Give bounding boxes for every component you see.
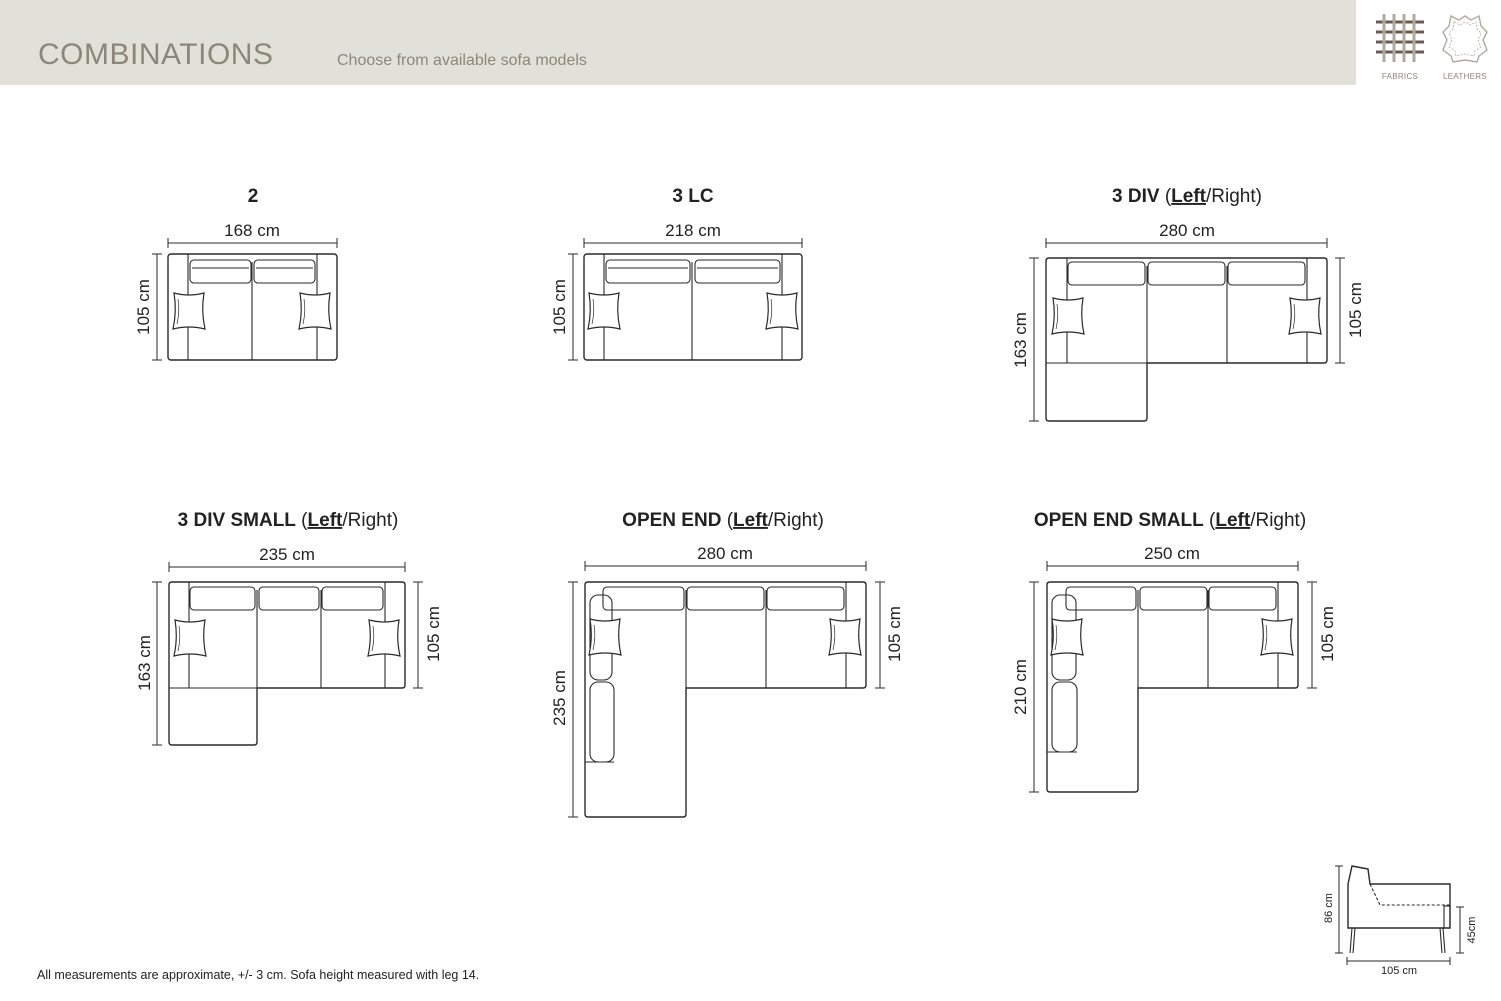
seat-depth-dimension: 105 cm <box>1335 257 1365 364</box>
option-open: ( <box>296 510 308 531</box>
depth-label: 163 cm <box>135 635 154 691</box>
option-rest: /Right) <box>1206 186 1262 207</box>
option-open: ( <box>1204 510 1216 531</box>
option-left-link: Left <box>308 510 344 531</box>
option-rest: /Right) <box>342 510 398 531</box>
depth-dimension: 105 cm <box>134 253 162 361</box>
sofa-plan <box>583 253 803 361</box>
page-header: COMBINATIONS Choose from available sofa … <box>0 0 1356 85</box>
model-code: OPEN END <box>622 510 721 531</box>
depth-label: 105 cm <box>550 279 569 335</box>
model-title: OPEN END SMALL (Left/Right) <box>1034 510 1306 531</box>
model-open-end[interactable]: OPEN END (Left/Right) 280 cm 235 cm 105 … <box>550 510 904 818</box>
width-label: 235 cm <box>259 545 315 564</box>
side-depth-dimension: 105 cm <box>1346 957 1451 977</box>
model-2[interactable]: 2 168 cm 105 cm <box>134 186 338 361</box>
option-rest: /Right) <box>1250 510 1306 531</box>
side-seat-height-label: 45cm <box>1466 917 1478 944</box>
sofa-plan <box>1045 257 1328 422</box>
model-3-div[interactable]: 3 DIV (Left/Right) 280 cm 163 cm 105 cm <box>1011 186 1365 422</box>
leather-hide-icon <box>1442 14 1488 63</box>
option-left-link: Left <box>733 510 769 531</box>
width-dimension: 280 cm <box>1045 221 1328 248</box>
depth-label: 235 cm <box>550 670 569 726</box>
seat-depth-dimension: 105 cm <box>1307 581 1337 689</box>
width-label: 218 cm <box>665 221 721 240</box>
width-dimension: 250 cm <box>1046 544 1299 571</box>
seat-depth-dimension: 105 cm <box>875 581 904 689</box>
width-label: 280 cm <box>1159 221 1215 240</box>
model-title: 3 DIV (Left/Right) <box>1112 186 1262 207</box>
model-code: 2 <box>248 186 259 207</box>
width-label: 250 cm <box>1144 544 1200 563</box>
measurement-footnote: All measurements are approximate, +/- 3 … <box>37 968 480 982</box>
depth-dimension: 235 cm <box>550 581 578 818</box>
side-seat-height-dimension: 45cm <box>1456 906 1478 954</box>
model-title: 3 DIV SMALL (Left/Right) <box>178 510 399 531</box>
depth-label: 105 cm <box>134 279 153 335</box>
seat-depth-label: 105 cm <box>1318 606 1337 662</box>
model-3-div-small[interactable]: 3 DIV SMALL (Left/Right) 235 cm 163 cm 1… <box>135 510 443 746</box>
model-code: 3 LC <box>672 186 713 207</box>
option-left-link: Left <box>1171 186 1207 207</box>
depth-dimension: 163 cm <box>1011 257 1039 422</box>
model-open-end-small[interactable]: OPEN END SMALL (Left/Right) 250 cm 210 c… <box>1011 510 1337 793</box>
model-title: 2 <box>248 186 259 207</box>
seat-depth-dimension: 105 cm <box>413 581 443 689</box>
side-height-dimension: 86 cm <box>1323 865 1343 954</box>
leathers-label: LEATHERS <box>1442 72 1488 81</box>
sofa-plan <box>1046 581 1299 793</box>
side-height-label: 86 cm <box>1323 893 1335 923</box>
option-left-link: Left <box>1215 510 1251 531</box>
fabric-weave-icon <box>1376 14 1424 62</box>
seat-depth-label: 105 cm <box>424 606 443 662</box>
page-subtitle: Choose from available sofa models <box>337 52 587 69</box>
sofa-plan <box>167 253 338 361</box>
width-label: 168 cm <box>224 221 280 240</box>
model-title: OPEN END (Left/Right) <box>622 510 824 531</box>
sofa-plan <box>168 581 406 746</box>
leathers-button[interactable]: LEATHERS <box>1435 10 1495 81</box>
side-view: 86 cm 45cm 105 cm <box>1323 865 1478 977</box>
model-code: 3 DIV SMALL <box>178 510 297 531</box>
width-dimension: 218 cm <box>583 221 803 248</box>
fabrics-button[interactable]: FABRICS <box>1370 10 1430 81</box>
width-dimension: 280 cm <box>584 544 867 571</box>
width-dimension: 235 cm <box>168 545 406 572</box>
model-title: 3 LC <box>672 186 713 207</box>
depth-label: 163 cm <box>1011 312 1030 368</box>
option-rest: /Right) <box>768 510 824 531</box>
model-code: OPEN END SMALL <box>1034 510 1204 531</box>
page-title: COMBINATIONS <box>38 38 274 71</box>
depth-dimension: 210 cm <box>1011 581 1039 793</box>
sofa-plan <box>584 581 867 818</box>
option-open: ( <box>721 510 733 531</box>
seat-depth-label: 105 cm <box>885 606 904 662</box>
side-depth-label: 105 cm <box>1381 965 1417 977</box>
model-3-lc[interactable]: 3 LC 218 cm 105 cm <box>550 186 803 361</box>
depth-label: 210 cm <box>1011 659 1030 715</box>
depth-dimension: 105 cm <box>550 253 578 361</box>
width-label: 280 cm <box>697 544 753 563</box>
width-dimension: 168 cm <box>167 221 338 248</box>
model-code: 3 DIV <box>1112 186 1160 207</box>
side-view-sofa <box>1347 865 1451 954</box>
option-open: ( <box>1160 186 1172 207</box>
seat-depth-label: 105 cm <box>1346 282 1365 338</box>
depth-dimension: 163 cm <box>135 581 162 746</box>
fabrics-label: FABRICS <box>1381 72 1419 81</box>
